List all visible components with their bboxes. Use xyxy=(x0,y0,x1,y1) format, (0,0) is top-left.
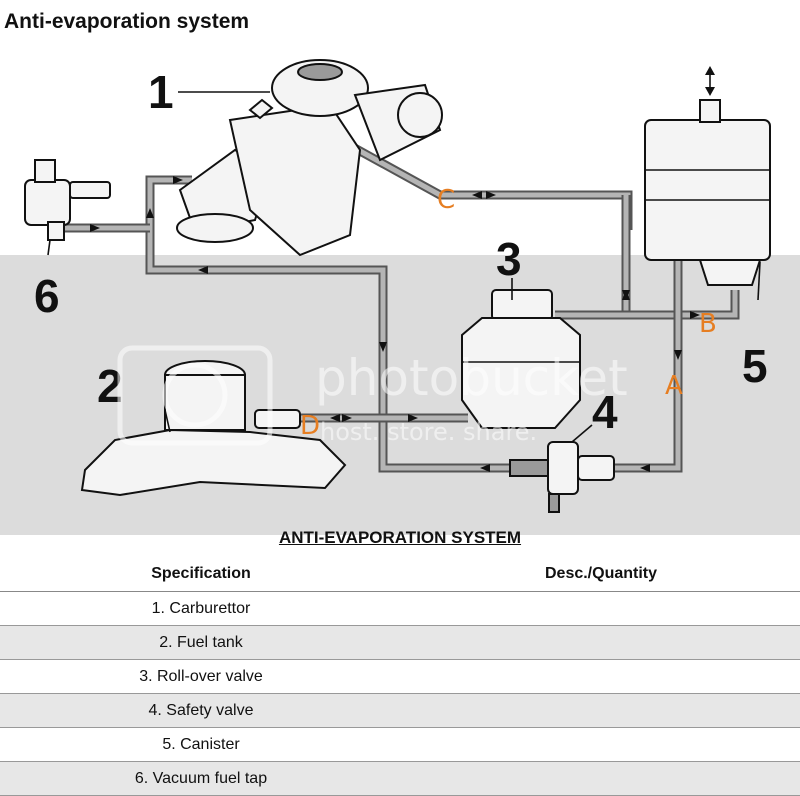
connection-letter-a: A xyxy=(665,371,683,401)
spec-cell: 6. Vacuum fuel tap xyxy=(0,761,402,796)
label-1: 1 xyxy=(148,66,174,118)
quantity-cell xyxy=(402,625,800,660)
table-header-row: Specification Desc./Quantity xyxy=(0,556,800,592)
label-4: 4 xyxy=(592,386,618,438)
table-caption: ANTI-EVAPORATION SYSTEM xyxy=(278,528,522,547)
pipe-network xyxy=(62,136,740,473)
table-row: 1. Carburettor xyxy=(0,591,800,626)
watermark: photobucket host. store. share. xyxy=(117,345,628,446)
connection-letter-c: C xyxy=(437,185,455,215)
page-title: Anti-evaporation system xyxy=(4,10,250,33)
spec-cell: 1. Carburettor xyxy=(0,591,402,626)
spec-cell: 3. Roll-over valve xyxy=(0,659,402,694)
anti-evaporation-diagram: 1 2 3 4 5 6 A B C D photobucket host. st… xyxy=(0,59,800,535)
table-row: 4. Safety valve xyxy=(0,693,800,728)
spec-cell: 4. Safety valve xyxy=(0,693,402,728)
flow-arrows xyxy=(90,176,700,472)
table-row: 6. Vacuum fuel tap xyxy=(0,761,800,796)
quantity-cell xyxy=(402,591,800,626)
label-3: 3 xyxy=(496,233,522,285)
connection-letter-b: B xyxy=(699,309,717,339)
table-row: 3. Roll-over valve xyxy=(0,659,800,694)
watermark-text: photobucket xyxy=(315,349,628,407)
column-header-desc-quantity: Desc./Quantity xyxy=(402,556,800,592)
spec-cell: 2. Fuel tank xyxy=(0,625,402,660)
label-6: 6 xyxy=(34,270,60,322)
quantity-cell xyxy=(402,727,800,762)
carburettor-illustration xyxy=(176,59,443,257)
roll-over-valve-illustration xyxy=(461,289,581,429)
label-5: 5 xyxy=(742,340,768,392)
quantity-cell xyxy=(402,693,800,728)
quantity-cell xyxy=(402,659,800,694)
vacuum-fuel-tap-illustration xyxy=(24,159,111,241)
column-header-specification: Specification xyxy=(0,556,402,592)
watermark-tagline: host. store. share. xyxy=(320,418,537,446)
canister-illustration xyxy=(644,66,771,286)
connection-letter-d: D xyxy=(300,411,320,441)
specification-table: Specification Desc./Quantity 1. Carburet… xyxy=(0,556,800,796)
safety-valve-illustration xyxy=(509,441,615,513)
quantity-cell xyxy=(402,761,800,796)
spec-cell: 5. Canister xyxy=(0,727,402,762)
table-row: 5. Canister xyxy=(0,727,800,762)
table-row: 2. Fuel tank xyxy=(0,625,800,660)
